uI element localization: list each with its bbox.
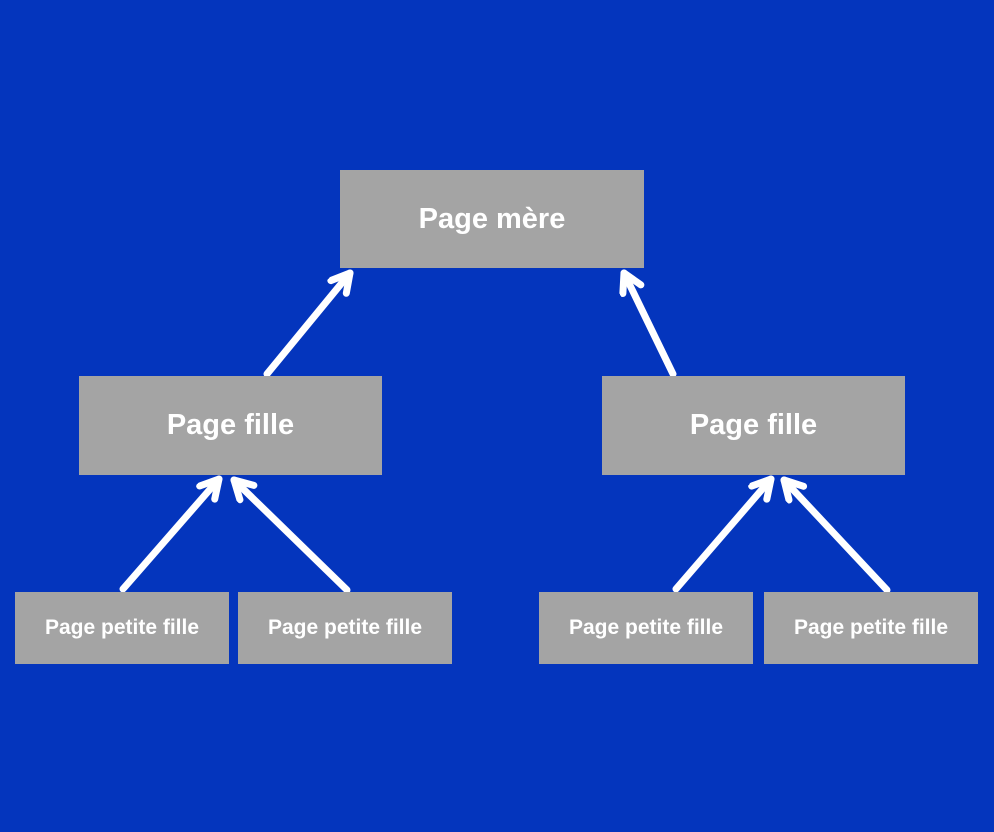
arrow-petite-2-to-fille-left (230, 476, 351, 594)
node-label: Page petite fille (568, 616, 724, 639)
node-label: Page fille (166, 409, 295, 441)
arrow-fille-left-to-mere (263, 269, 354, 378)
node-page-fille-right: Page fille (602, 376, 905, 475)
arrow-fille-right-to-mere (624, 269, 677, 378)
node-label: Page petite fille (267, 616, 423, 639)
node-page-fille-left: Page fille (79, 376, 382, 475)
node-page-petite-fille-1: Page petite fille (15, 592, 229, 664)
arrow-petite-1-to-fille-left (119, 475, 223, 593)
node-page-petite-fille-3: Page petite fille (539, 592, 753, 664)
node-label: Page mère (418, 202, 566, 235)
arrow-petite-4-to-fille-right (780, 476, 891, 594)
node-label: Page fille (689, 409, 818, 441)
node-label: Page petite fille (44, 616, 200, 639)
node-page-mere: Page mère (340, 170, 644, 268)
node-page-petite-fille-4: Page petite fille (764, 592, 978, 664)
node-page-petite-fille-2: Page petite fille (238, 592, 452, 664)
node-label: Page petite fille (793, 616, 949, 639)
arrow-petite-3-to-fille-right (672, 475, 775, 593)
